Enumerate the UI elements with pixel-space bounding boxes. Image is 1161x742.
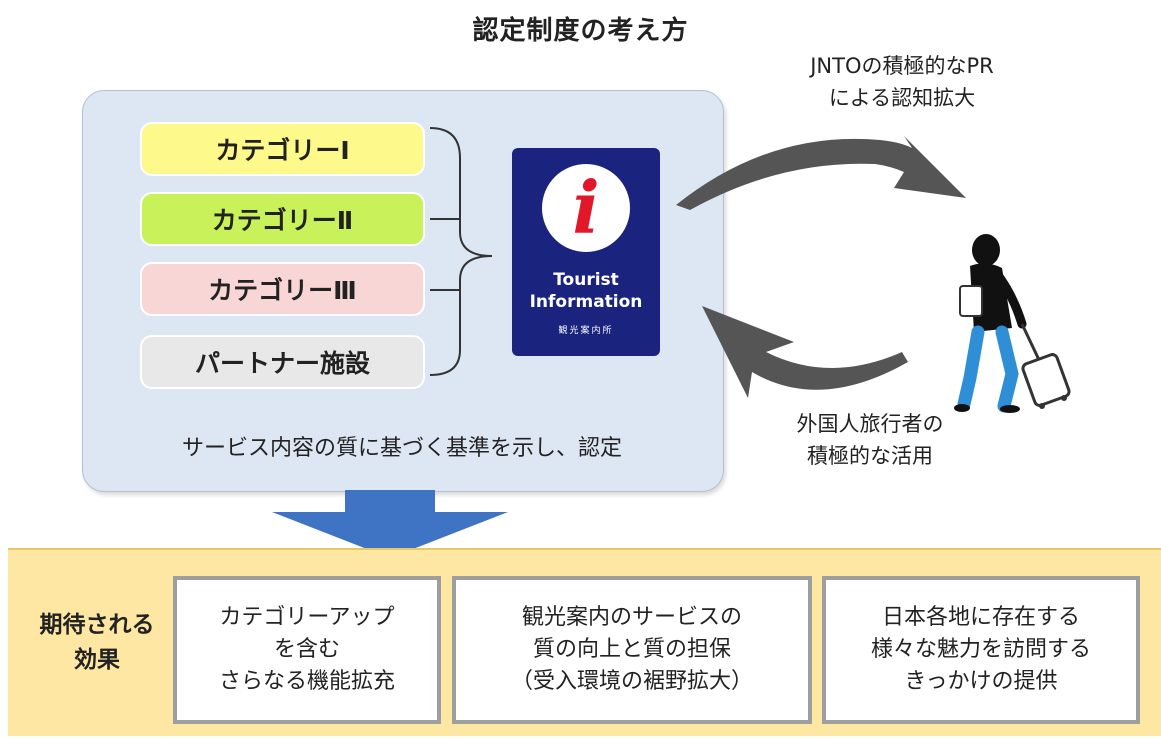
jnto-pr-text: JNTOの積極的なPR による認知拡大 xyxy=(810,54,994,110)
effect-text: 観光案内のサービスの 質の向上と質の担保 （受入環境の裾野拡大） xyxy=(510,605,753,694)
effect-box-function-expansion: カテゴリーアップ を含む さらなる機能拡充 xyxy=(173,576,441,724)
partner-facility-box: パートナー施設 xyxy=(140,335,425,389)
logo-text-japanese: 観光案内所 xyxy=(558,326,614,336)
category-3-box: カテゴリーⅢ xyxy=(140,262,425,316)
certification-basis-text: サービス内容の質に基づく基準を示し、認定 xyxy=(181,436,622,461)
diagram-title: 認定制度の考え方 xyxy=(472,16,689,46)
traveler-with-suitcase-icon xyxy=(954,234,1071,413)
upper-curved-arrow xyxy=(676,136,966,210)
effect-box-regional-attractions: 日本各地に存在する 様々な魅力を訪問する きっかけの提供 xyxy=(822,576,1140,724)
down-arrow xyxy=(272,490,508,558)
effect-text: カテゴリーアップ を含む さらなる機能拡充 xyxy=(218,605,395,694)
category-2-box: カテゴリーⅡ xyxy=(140,192,425,246)
lower-curved-arrow xyxy=(702,306,908,398)
expected-effects-label: 期待される 効果 xyxy=(39,612,155,673)
info-icon: i xyxy=(542,164,630,252)
effect-box-service-quality: 観光案内のサービスの 質の向上と質の担保 （受入環境の裾野拡大） xyxy=(452,576,812,724)
effect-text: 日本各地に存在する 様々な魅力を訪問する きっかけの提供 xyxy=(870,605,1091,694)
logo-text-tourist: Tourist xyxy=(553,270,619,290)
category-1-box: カテゴリーⅠ xyxy=(140,122,425,176)
foreign-traveler-text: 外国人旅行者の 積極的な活用 xyxy=(796,412,944,468)
logo-text-information: Information xyxy=(529,292,643,312)
tourist-information-logo: i Tourist Information 観光案内所 xyxy=(512,148,660,356)
